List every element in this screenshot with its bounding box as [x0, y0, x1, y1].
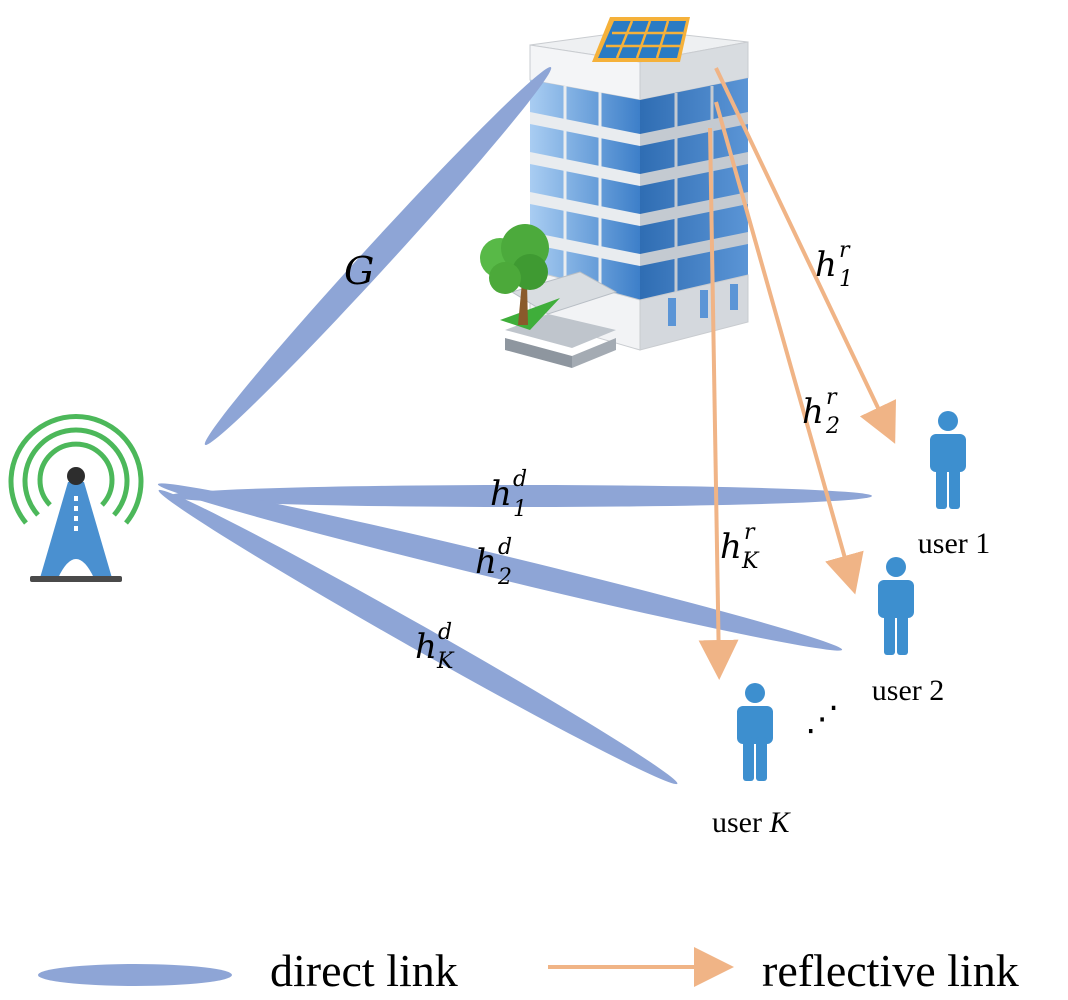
svg-text:2: 2 — [825, 414, 840, 439]
label-h1r: h r 1 — [815, 238, 853, 292]
tree-icon — [480, 224, 560, 330]
svg-text:1: 1 — [513, 497, 527, 522]
svg-text:r: r — [839, 238, 851, 263]
legend-reflective-link-label: reflective link — [762, 945, 1019, 996]
svg-text:h: h — [475, 542, 497, 582]
svg-text:h: h — [815, 245, 837, 285]
base-station-icon — [8, 413, 144, 582]
svg-text:h: h — [802, 392, 824, 432]
reflective-link-user-K — [698, 127, 739, 680]
legend: direct link reflective link — [38, 945, 1019, 996]
svg-text:d: d — [498, 535, 512, 560]
direct-links — [157, 67, 872, 785]
label-h2r: h r 2 — [802, 385, 840, 439]
label-hKr: h r K — [720, 520, 760, 574]
direct-link-G — [204, 67, 552, 445]
user-icon — [737, 683, 773, 781]
reflective-link-user-2 — [714, 101, 864, 595]
user-icon — [930, 411, 966, 509]
svg-text:h: h — [720, 527, 742, 567]
svg-text:d: d — [438, 620, 452, 645]
svg-text:2: 2 — [497, 565, 512, 590]
svg-text:K: K — [436, 649, 455, 674]
svg-text:1: 1 — [839, 267, 853, 292]
building-icon — [505, 29, 749, 368]
direct-link-user-1 — [168, 485, 872, 507]
label-G: G — [344, 249, 374, 293]
label-hKd: h d K — [415, 620, 455, 674]
user-icon — [878, 557, 914, 655]
user-K-label: user K — [712, 806, 791, 839]
label-h2d: h d 2 — [475, 535, 512, 590]
user-2-label: user 2 — [872, 674, 944, 707]
users-ellipsis: ⋰ — [805, 699, 839, 739]
user-K: user K — [712, 683, 791, 839]
direct-link-user-2 — [157, 483, 843, 651]
svg-text:K: K — [741, 549, 760, 574]
svg-text:r: r — [826, 385, 838, 410]
reflective-links — [698, 67, 897, 680]
user-1-label: user 1 — [918, 527, 990, 560]
svg-text:h: h — [490, 474, 512, 514]
user-1: user 1 — [918, 411, 990, 560]
user-2: user 2 — [872, 557, 944, 707]
reflective-link-user-1 — [714, 67, 897, 444]
svg-text:r: r — [744, 520, 756, 545]
solar-panel-icon — [592, 17, 690, 62]
svg-text:h: h — [415, 627, 437, 667]
direct-link-user-K — [158, 489, 678, 785]
label-h1d: h d 1 — [490, 467, 527, 522]
legend-direct-link-label: direct link — [270, 945, 458, 996]
svg-text:d: d — [513, 467, 527, 492]
legend-direct-link-swatch — [38, 964, 232, 986]
